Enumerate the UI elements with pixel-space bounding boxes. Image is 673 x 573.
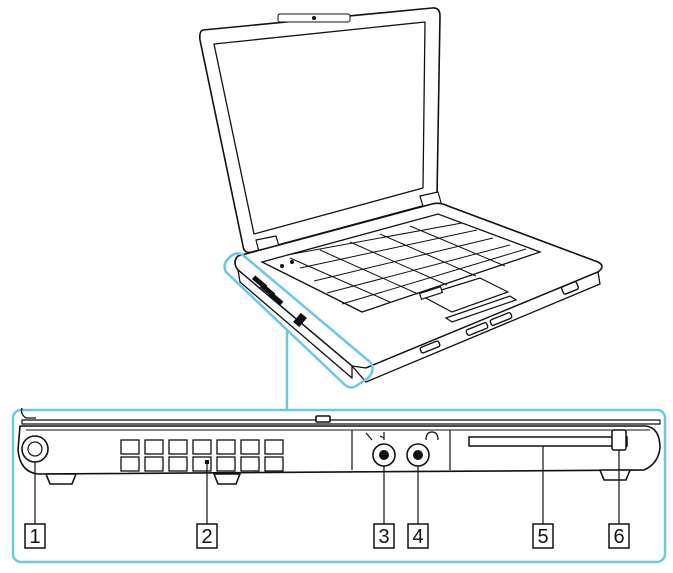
side-body <box>17 425 661 475</box>
callout-box-1: 1 <box>24 523 46 549</box>
callout-box-2: 2 <box>196 523 218 549</box>
callout-box-4: 4 <box>407 523 429 549</box>
keyboard <box>260 213 542 313</box>
microphone-jack <box>365 432 396 467</box>
headphone-icon <box>425 431 439 441</box>
side-ports-overview <box>251 260 307 328</box>
callout-outline <box>223 252 374 389</box>
eject-button <box>611 429 627 451</box>
callout-box-5: 5 <box>532 523 554 549</box>
callout-box-6: 6 <box>608 523 630 549</box>
callout-label-1: 1 <box>29 526 40 548</box>
laptop-screen <box>213 21 426 235</box>
front-indicators <box>419 281 580 354</box>
leader-lines <box>34 446 620 524</box>
callout-label-5: 5 <box>537 526 548 548</box>
laptop-overview <box>199 7 603 383</box>
base-left-edge <box>237 269 353 379</box>
side-port-1 <box>21 435 49 463</box>
microphone-icon <box>379 432 385 440</box>
callout-label-2: 2 <box>201 526 212 548</box>
callout-label-3: 3 <box>378 526 389 548</box>
side-foot <box>213 473 241 485</box>
card-slot <box>468 436 628 447</box>
callout-box-3: 3 <box>373 523 395 549</box>
callout-label-6: 6 <box>613 526 624 548</box>
detail-frame <box>11 408 667 564</box>
side-foot <box>45 473 77 485</box>
callout-label-4: 4 <box>412 526 423 548</box>
touchpad <box>418 277 518 323</box>
side-foot <box>599 469 631 481</box>
